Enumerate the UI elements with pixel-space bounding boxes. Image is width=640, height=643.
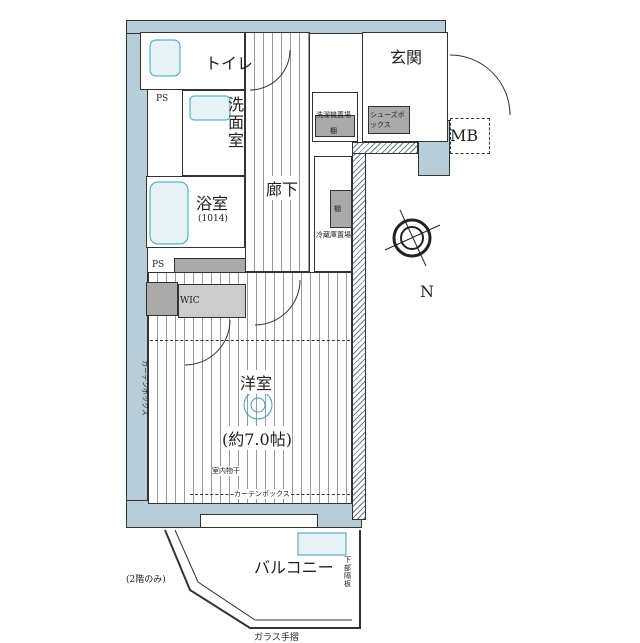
curtain-box-side-label: カーテンボックス: [141, 360, 149, 416]
bathroom-label: 浴室: [196, 194, 229, 213]
shelf-label-2: 棚: [334, 205, 341, 213]
hallway-floor: [245, 32, 310, 272]
ps-label-mid: PS: [152, 260, 165, 270]
compass-icon: [384, 209, 441, 267]
entrance-wall: [352, 142, 418, 154]
ps-label-top: PS: [156, 94, 169, 104]
room-divider-line: [150, 340, 350, 341]
lower-partition-label: 下部隔板: [344, 556, 351, 588]
wic-overlay: [178, 284, 246, 318]
mb-label: MB: [450, 126, 479, 145]
shoe-box-label: シューズボックス: [370, 111, 405, 129]
indoor-drying-label: 室内物干: [212, 466, 240, 476]
room-door: [184, 319, 231, 366]
toilet-door: [249, 49, 291, 91]
entrance-door: [449, 54, 511, 116]
mb-room: [450, 118, 490, 154]
entrance-label: 玄関: [390, 48, 423, 67]
hallway-label: 廊下: [266, 176, 299, 200]
window: [200, 514, 318, 528]
bathtub: [149, 181, 189, 245]
shoe-box: [368, 106, 410, 134]
toilet-label: トイレ: [205, 54, 254, 73]
wic-door: [254, 279, 301, 326]
wash-basin: [189, 95, 231, 121]
north-label: N: [420, 282, 434, 301]
western-room-label: 洋室: [240, 370, 273, 394]
curtain-box-bottom-label: カーテンボックス: [234, 489, 290, 499]
washer-space-label: 洗濯機置場: [316, 111, 351, 119]
ceiling-light: [243, 390, 273, 420]
washer-shelf: [315, 115, 355, 137]
toilet-fixture: [149, 39, 181, 77]
glass-handrail-label: ガラス手摺: [254, 633, 299, 643]
bath-size-label: (1014): [198, 214, 228, 224]
fridge-space-label: 冷蔵庫置場: [316, 231, 351, 239]
second-floor-only-label: (2階のみ): [126, 575, 166, 585]
balcony-outline: [164, 529, 361, 629]
wic-shelf-2: [146, 282, 178, 316]
western-room-size: (約7.0帖): [222, 426, 292, 450]
outdoor-unit: [297, 532, 347, 556]
balcony-label: バルコニー: [254, 558, 334, 577]
balcony-inner: [174, 529, 352, 621]
kitchen-shelf: [330, 190, 352, 228]
wic-label: WIC: [180, 296, 200, 306]
washroom-label: 洗面室: [228, 95, 245, 150]
shelf-label-1: 棚: [330, 127, 337, 135]
